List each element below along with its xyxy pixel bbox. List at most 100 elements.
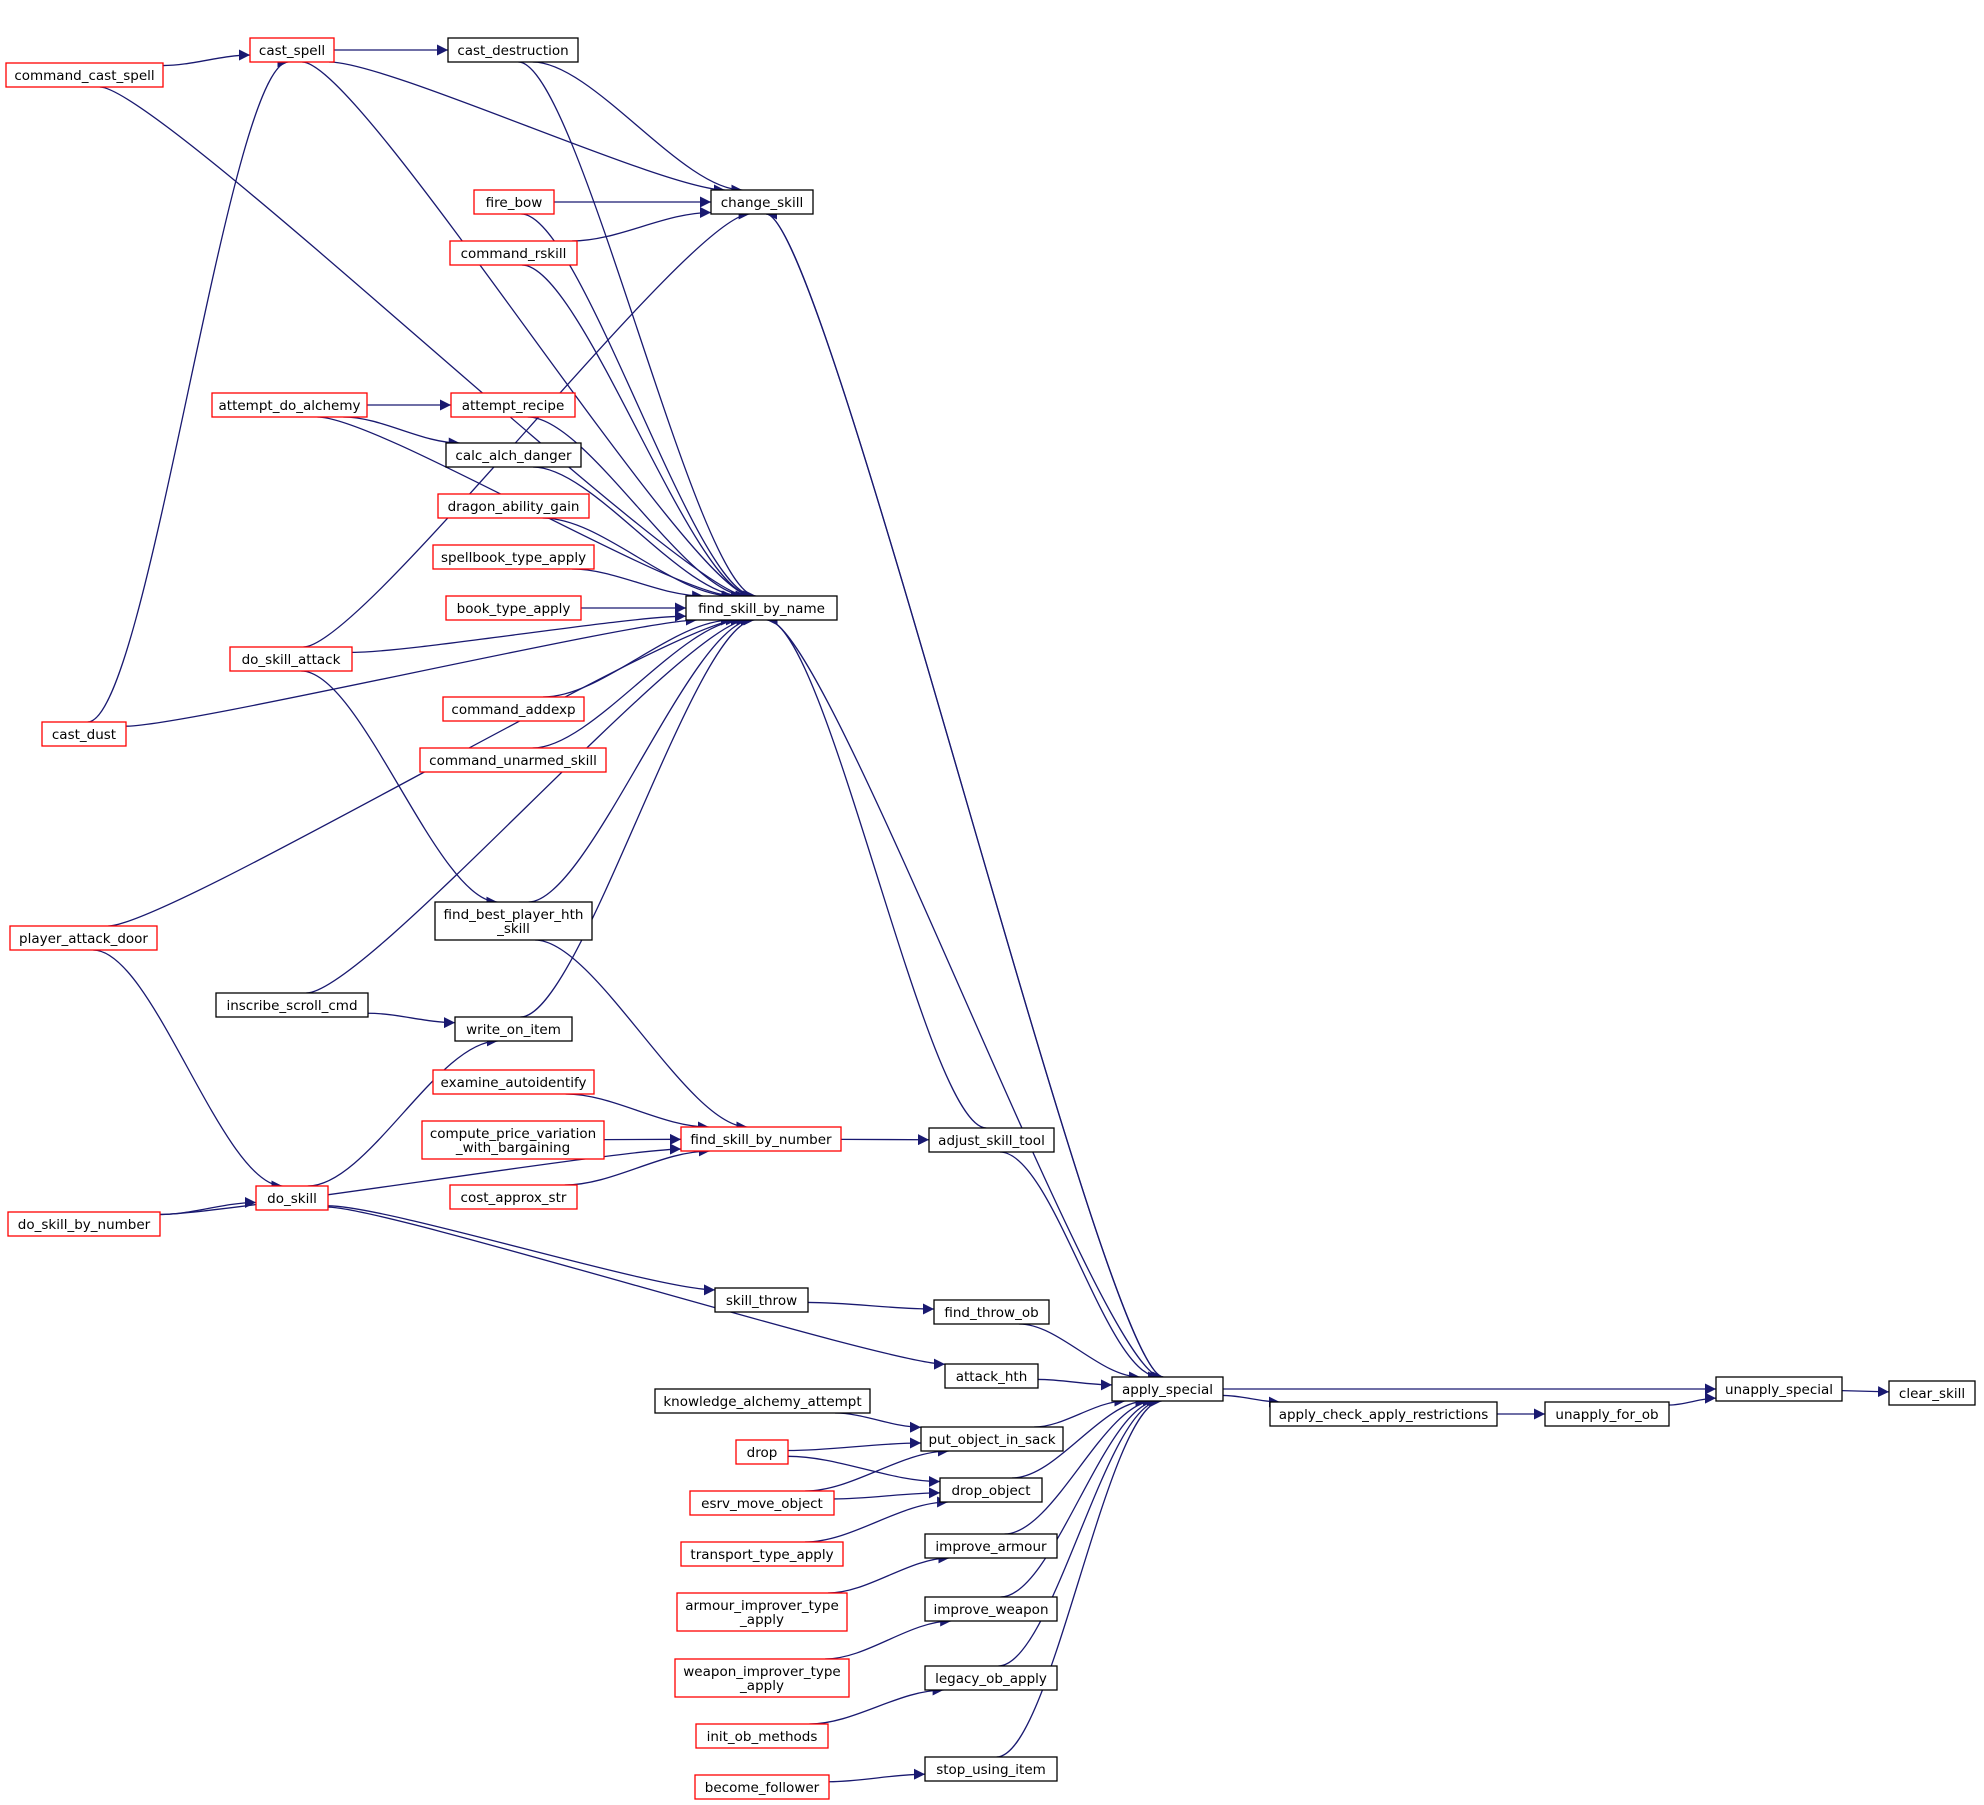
node-command-unarmed-skill[interactable]: command_unarmed_skill: [419, 747, 607, 773]
node-box[interactable]: [924, 1533, 1058, 1559]
node-init-ob-methods[interactable]: init_ob_methods: [695, 1723, 829, 1749]
node-weapon-improver-type-apply[interactable]: weapon_improver_type_apply: [674, 1658, 850, 1698]
node-box[interactable]: [445, 442, 582, 468]
node-drop-object[interactable]: drop_object: [939, 1477, 1043, 1503]
node-stop-using-item[interactable]: stop_using_item: [924, 1756, 1058, 1782]
node-box[interactable]: [714, 1287, 809, 1313]
node-box[interactable]: [450, 392, 576, 418]
node-box[interactable]: [7, 1211, 161, 1237]
node-box[interactable]: [421, 1120, 605, 1160]
node-box[interactable]: [1111, 1376, 1224, 1402]
node-box[interactable]: [920, 1426, 1064, 1452]
node-cast-destruction[interactable]: cast_destruction: [447, 37, 579, 63]
node-box[interactable]: [680, 1126, 842, 1152]
node-become-follower[interactable]: become_follower: [694, 1774, 830, 1800]
node-book-type-apply[interactable]: book_type_apply: [445, 595, 582, 621]
node-box[interactable]: [454, 1016, 573, 1042]
node-find-skill-by-name[interactable]: find_skill_by_name: [685, 595, 838, 621]
node-box[interactable]: [432, 544, 595, 570]
node-improve-armour[interactable]: improve_armour: [924, 1533, 1058, 1559]
node-fire-bow[interactable]: fire_bow: [473, 189, 555, 215]
node-box[interactable]: [1544, 1401, 1670, 1427]
node-box[interactable]: [676, 1592, 848, 1632]
node-box[interactable]: [689, 1490, 835, 1516]
node-box[interactable]: [654, 1388, 871, 1414]
node-apply-check-apply-restrictions[interactable]: apply_check_apply_restrictions: [1269, 1401, 1498, 1427]
node-box[interactable]: [944, 1363, 1039, 1389]
node-box[interactable]: [437, 493, 590, 519]
node-inscribe-scroll-cmd[interactable]: inscribe_scroll_cmd: [215, 992, 369, 1018]
node-do-skill-attack[interactable]: do_skill_attack: [229, 646, 353, 672]
node-box[interactable]: [229, 646, 353, 672]
node-command-rskill[interactable]: command_rskill: [449, 240, 578, 266]
node-knowledge-alchemy-attempt[interactable]: knowledge_alchemy_attempt: [654, 1388, 871, 1414]
node-box[interactable]: [685, 595, 838, 621]
node-skill-throw[interactable]: skill_throw: [714, 1287, 809, 1313]
node-box[interactable]: [674, 1658, 850, 1698]
node-improve-weapon[interactable]: improve_weapon: [924, 1596, 1058, 1622]
node-box[interactable]: [1888, 1380, 1976, 1406]
node-find-best-player-hth-skill[interactable]: find_best_player_hth_skill: [434, 901, 593, 941]
node-transport-type-apply[interactable]: transport_type_apply: [680, 1541, 844, 1567]
node-unapply-for-ob[interactable]: unapply_for_ob: [1544, 1401, 1670, 1427]
node-compute-price-variation-with-bargaining[interactable]: compute_price_variation_with_bargaining: [421, 1120, 605, 1160]
node-put-object-in-sack[interactable]: put_object_in_sack: [920, 1426, 1064, 1452]
node-box[interactable]: [695, 1723, 829, 1749]
node-do-skill[interactable]: do_skill: [255, 1185, 329, 1211]
node-apply-special[interactable]: apply_special: [1111, 1376, 1224, 1402]
node-spellbook-type-apply[interactable]: spellbook_type_apply: [432, 544, 595, 570]
node-cost-approx-str[interactable]: cost_approx_str: [449, 1184, 578, 1210]
node-box[interactable]: [442, 696, 585, 722]
node-write-on-item[interactable]: write_on_item: [454, 1016, 573, 1042]
node-box[interactable]: [211, 392, 368, 418]
node-box[interactable]: [735, 1439, 789, 1465]
node-box[interactable]: [449, 240, 578, 266]
node-change-skill[interactable]: change_skill: [710, 189, 814, 215]
node-box[interactable]: [432, 1069, 595, 1095]
node-cast-spell[interactable]: cast_spell: [249, 37, 335, 63]
node-attempt-do-alchemy[interactable]: attempt_do_alchemy: [211, 392, 368, 418]
node-box[interactable]: [1269, 1401, 1498, 1427]
node-command-addexp[interactable]: command_addexp: [442, 696, 585, 722]
node-box[interactable]: [710, 189, 814, 215]
node-box[interactable]: [419, 747, 607, 773]
node-attempt-recipe[interactable]: attempt_recipe: [450, 392, 576, 418]
node-find-throw-ob[interactable]: find_throw_ob: [933, 1299, 1050, 1325]
node-clear-skill[interactable]: clear_skill: [1888, 1380, 1976, 1406]
node-cast-dust[interactable]: cast_dust: [41, 721, 127, 747]
node-calc-alch-danger[interactable]: calc_alch_danger: [445, 442, 582, 468]
node-box[interactable]: [680, 1541, 844, 1567]
node-box[interactable]: [928, 1127, 1055, 1153]
node-adjust-skill-tool[interactable]: adjust_skill_tool: [928, 1127, 1055, 1153]
node-armour-improver-type-apply[interactable]: armour_improver_type_apply: [676, 1592, 848, 1632]
node-esrv-move-object[interactable]: esrv_move_object: [689, 1490, 835, 1516]
node-box[interactable]: [939, 1477, 1043, 1503]
node-box[interactable]: [447, 37, 579, 63]
node-box[interactable]: [249, 37, 335, 63]
node-box[interactable]: [215, 992, 369, 1018]
node-box[interactable]: [445, 595, 582, 621]
node-box[interactable]: [9, 925, 158, 951]
node-box[interactable]: [41, 721, 127, 747]
node-command-cast-spell[interactable]: command_cast_spell: [5, 62, 164, 88]
node-box[interactable]: [924, 1665, 1058, 1691]
node-box[interactable]: [434, 901, 593, 941]
node-box[interactable]: [933, 1299, 1050, 1325]
node-box[interactable]: [924, 1596, 1058, 1622]
node-box[interactable]: [473, 189, 555, 215]
node-player-attack-door[interactable]: player_attack_door: [9, 925, 158, 951]
node-find-skill-by-number[interactable]: find_skill_by_number: [680, 1126, 842, 1152]
node-drop[interactable]: drop: [735, 1439, 789, 1465]
node-box[interactable]: [1715, 1376, 1843, 1402]
node-do-skill-by-number[interactable]: do_skill_by_number: [7, 1211, 161, 1237]
node-attack-hth[interactable]: attack_hth: [944, 1363, 1039, 1389]
node-dragon-ability-gain[interactable]: dragon_ability_gain: [437, 493, 590, 519]
node-box[interactable]: [255, 1185, 329, 1211]
node-box[interactable]: [5, 62, 164, 88]
node-examine-autoidentify[interactable]: examine_autoidentify: [432, 1069, 595, 1095]
node-unapply-special[interactable]: unapply_special: [1715, 1376, 1843, 1402]
node-box[interactable]: [924, 1756, 1058, 1782]
node-box[interactable]: [449, 1184, 578, 1210]
node-box[interactable]: [694, 1774, 830, 1800]
node-legacy-ob-apply[interactable]: legacy_ob_apply: [924, 1665, 1058, 1691]
